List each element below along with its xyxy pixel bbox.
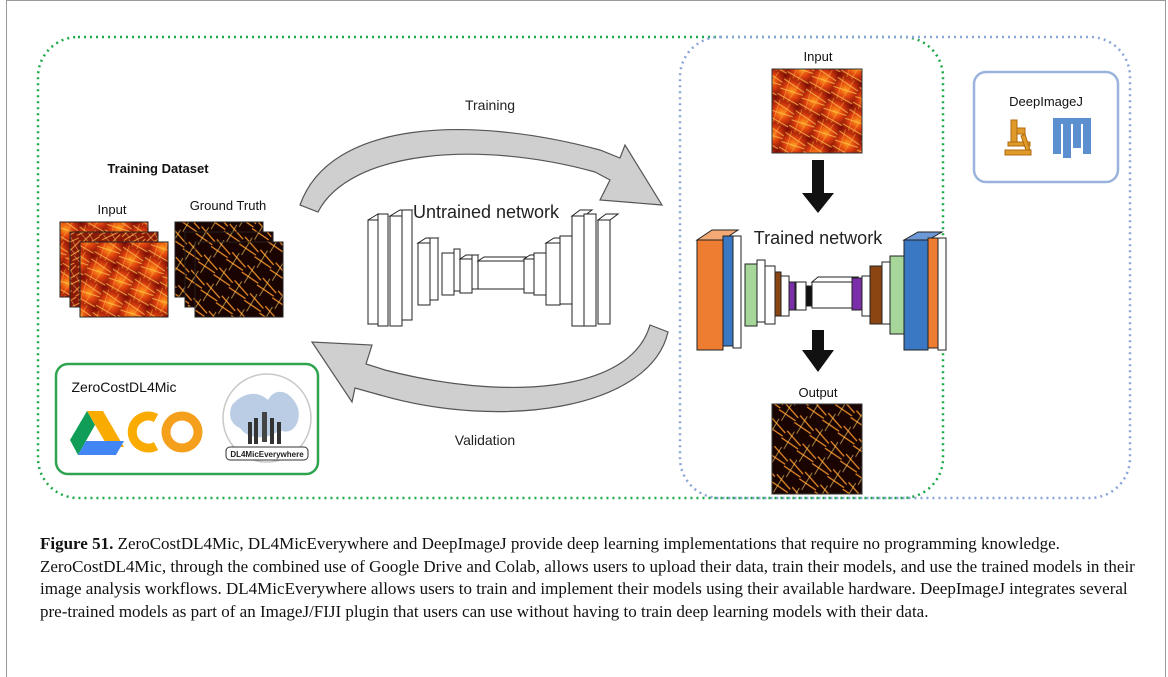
right-output-label: Output [798,385,837,400]
colab-logo-text: CO [170,436,172,438]
deepimagej-box [972,70,1120,184]
validation-label: Validation [455,432,515,448]
dataset-input-stack [59,221,169,318]
input-image [771,68,863,154]
deepimagej-title: DeepImageJ [1009,94,1083,109]
figure-caption: Figure 51. ZeroCostDL4Mic, DL4MicEverywh… [40,533,1140,623]
training-arrow [299,129,664,213]
dataset-input-label: Input [98,202,127,217]
down-arrow-top [802,160,834,213]
training-dataset-title: Training Dataset [107,161,209,176]
right-input-label: Input [804,49,833,64]
caption-text: ZeroCostDL4Mic, DL4MicEverywhere and Dee… [40,534,1135,621]
figure-diagram: Training Validation Training Dataset Inp… [36,35,1132,500]
zerocost-title: ZeroCostDL4Mic [71,379,176,395]
dataset-ground-truth-stack [174,221,284,318]
untrained-network-diagram [367,209,620,327]
untrained-network-label: Untrained network [413,202,560,222]
dl4mic-everywhere-logo: DL4MicEverywhere [222,373,312,463]
page-frame [6,0,1166,677]
dl4mic-everywhere-badge: DL4MicEverywhere [230,450,304,459]
dataset-ground-truth-label: Ground Truth [190,198,267,213]
trained-network-diagram [695,229,947,351]
training-label: Training [465,97,515,113]
down-arrow-bottom [802,330,834,372]
caption-label: Figure 51. [40,534,114,553]
trained-network-label: Trained network [754,228,883,248]
google-drive-icon [70,411,124,455]
colab-icon: CO [127,411,203,453]
validation-arrow [310,324,669,413]
output-image [771,403,863,495]
fiji-icon [1053,118,1091,158]
microscope-icon [1004,119,1032,156]
